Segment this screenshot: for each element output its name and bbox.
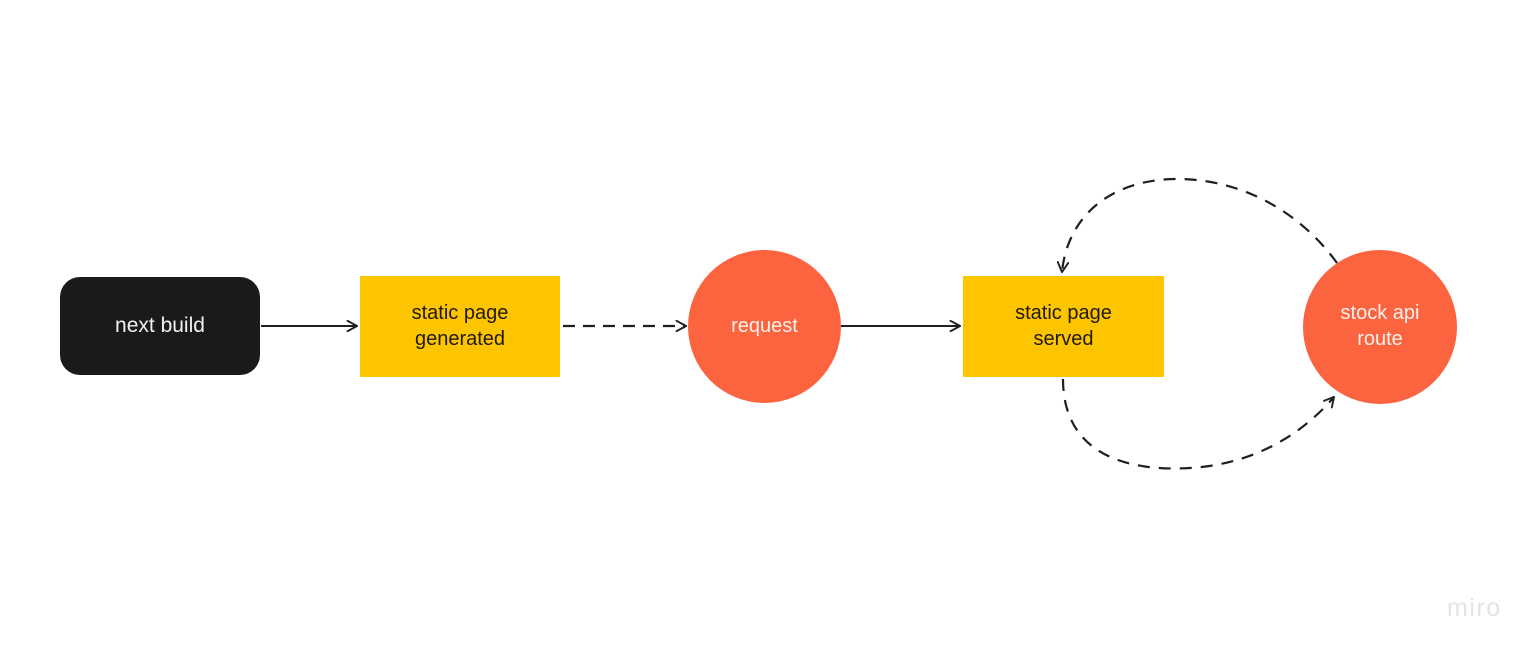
node-next-build[interactable]: next build (60, 277, 260, 375)
node-request[interactable]: request (688, 250, 841, 403)
miro-watermark: miro (1447, 594, 1502, 622)
edge-static-page-served-to-stock-api-route (1061, 378, 1334, 470)
node-stock-api-route[interactable]: stock api route (1303, 250, 1457, 404)
node-static-page-generated[interactable]: static page generated (360, 276, 560, 377)
edge-stock-api-route-to-static-page-served (1062, 177, 1338, 272)
node-static-page-served[interactable]: static page served (963, 276, 1164, 377)
